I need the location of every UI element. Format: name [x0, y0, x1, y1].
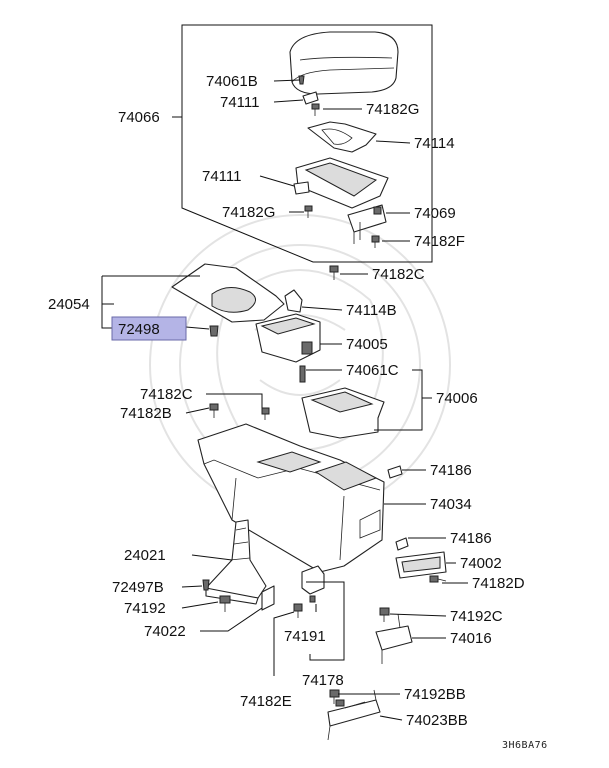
clip-74186-lower: [395, 537, 409, 551]
clip-74061c: [299, 365, 306, 383]
leader-lines: [101, 79, 468, 721]
armrest-lid: [289, 31, 399, 95]
label-74192c: 74192C: [450, 608, 503, 625]
label-74192: 74192: [124, 600, 166, 617]
label-74182c-upper: 74182C: [372, 266, 425, 283]
label-24021: 24021: [124, 547, 166, 564]
bracket-74114b: [284, 289, 303, 313]
label-74061c: 74061C: [346, 362, 399, 379]
clip-72497b: [202, 579, 210, 591]
label-74006: 74006: [436, 390, 478, 407]
label-74182c-mid: 74182C: [140, 386, 193, 403]
diagram-code: 3H6BA76: [502, 740, 548, 751]
part-labels: 74061B 74111 74182G 74066 74114 74111 74…: [48, 73, 548, 751]
main-console: [197, 423, 385, 573]
label-74061b: 74061B: [206, 73, 258, 90]
hinge-bracket: [347, 204, 387, 244]
label-74002: 74002: [460, 555, 502, 572]
cup-holder: [255, 313, 321, 363]
armrest-assembly-box: [181, 24, 433, 263]
screw-74182g-lower: [304, 205, 313, 218]
shift-boot: [205, 519, 267, 605]
label-74114: 74114: [414, 135, 455, 152]
label-74182f: 74182F: [414, 233, 465, 250]
clip-74186-upper: [387, 465, 403, 479]
hinge-74111-lower: [293, 181, 310, 195]
clip-74061b: [298, 75, 305, 85]
label-74034: 74034: [430, 496, 472, 513]
label-74111-upper: 74111: [220, 94, 260, 111]
screw-74182g-upper: [311, 103, 320, 116]
bracket-74023bb: [327, 689, 381, 741]
label-74016: 74016: [450, 630, 492, 647]
label-74182g-lower: 74182G: [222, 204, 275, 221]
storage-tray: [295, 157, 389, 209]
label-74066: 74066: [118, 109, 160, 126]
label-72497b: 72497B: [112, 579, 164, 596]
label-74023bb: 74023BB: [406, 712, 468, 729]
bracket-74016: [375, 613, 413, 664]
label-74182e: 74182E: [240, 693, 292, 710]
bracket-74191: [301, 565, 325, 603]
label-74182g-upper: 74182G: [366, 101, 419, 118]
clip-72498: [209, 325, 219, 337]
screw-74192c: [379, 607, 390, 622]
console-top-panel: [171, 263, 285, 323]
ashtray: [395, 551, 447, 579]
label-72498: 72498: [118, 321, 160, 338]
screw-74182e: [293, 603, 303, 618]
label-74114b: 74114B: [346, 302, 397, 319]
bracket-74022: [261, 585, 275, 611]
screw-74182f: [371, 235, 380, 248]
label-74191: 74191: [284, 628, 326, 645]
screw-74182b: [209, 403, 219, 418]
label-24054: 24054: [48, 296, 90, 313]
screw-74192: [219, 595, 231, 612]
latch-frame: [307, 121, 377, 153]
label-74182d: 74182D: [472, 575, 525, 592]
label-74182b: 74182B: [120, 405, 172, 422]
label-74111-lower: 74111: [202, 168, 242, 185]
screw-74182c-upper: [329, 265, 339, 280]
highlight-box: [111, 316, 187, 341]
screw-74182d: [429, 575, 447, 583]
storage-box: [301, 387, 385, 439]
label-74186-upper: 74186: [430, 462, 472, 479]
label-74069: 74069: [414, 205, 456, 222]
label-74186-lower: 74186: [450, 530, 492, 547]
hinge-74111-upper: [302, 91, 319, 105]
label-74192bb: 74192BB: [404, 686, 466, 703]
label-74178: 74178: [302, 672, 344, 689]
screw-74182c-mid: [261, 407, 270, 420]
label-74005: 74005: [346, 336, 388, 353]
label-74022: 74022: [144, 623, 186, 640]
